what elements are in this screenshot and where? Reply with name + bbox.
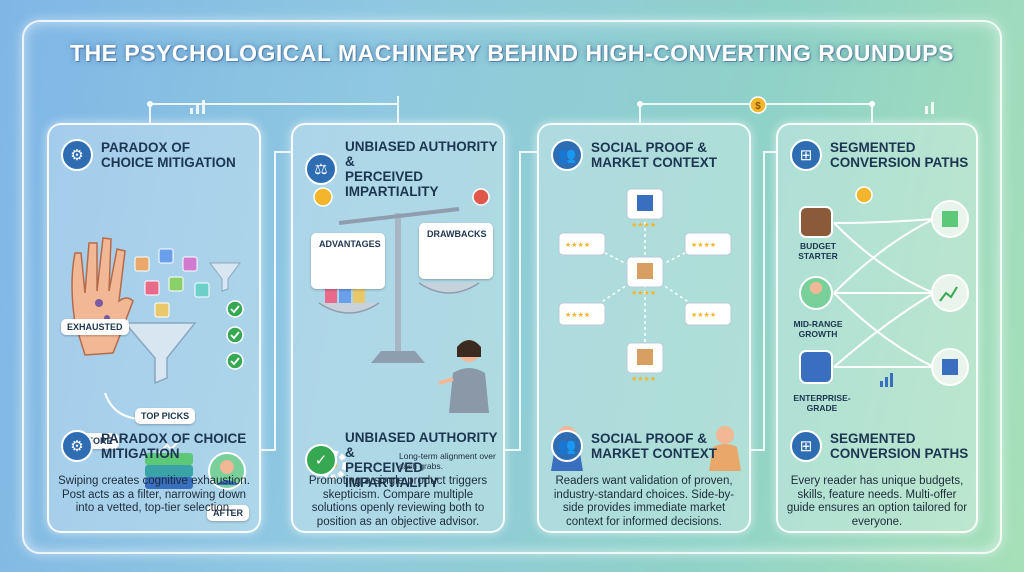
panel1-description: Swiping creates cognitive exhaustion. Po… xyxy=(58,475,250,514)
check-icon: ✓ xyxy=(305,444,337,476)
gear-brain-icon: ⚙ xyxy=(61,430,93,462)
alignment-note: Long-term alignment over cash grabs. xyxy=(399,451,496,471)
drawbacks-label: DRAWBACKS xyxy=(427,229,487,239)
panel1-illustration: EXHAUSTED BEFORE AFTER xyxy=(55,183,253,521)
panel4-header: ⊞ SEGMENTED CONVERSION PATHS xyxy=(790,139,968,171)
panel2-description: Promoting a single product triggers skep… xyxy=(308,475,488,528)
panel4-subheader: ⊞ SEGMENTED CONVERSION PATHS xyxy=(790,430,968,462)
panel-social-proof: 👥 SOCIAL PROOF & MARKET CONTEXT ★★★★★★★★… xyxy=(537,123,751,533)
svg-text:★★★★: ★★★★ xyxy=(565,311,590,319)
enterprise-grade-label: ENTERPRISE- GRADE xyxy=(793,393,851,413)
panel3-subheading-line2: MARKET CONTEXT xyxy=(591,446,717,461)
svg-text:★★★★: ★★★★ xyxy=(631,375,656,383)
advantages-label: ADVANTAGES xyxy=(319,239,381,249)
conversion-paths-icon xyxy=(799,186,969,387)
people-icon: 👥 xyxy=(551,430,583,462)
svg-text:★★★★: ★★★★ xyxy=(565,241,590,249)
flowchart-icon: ⊞ xyxy=(790,139,822,171)
panel4-heading-line1: SEGMENTED xyxy=(830,140,916,155)
hand-funnel-icon xyxy=(71,237,244,421)
panel-unbiased-authority: ⚖ UNBIASED AUTHORITY & PERCEIVED IMPARTI… xyxy=(291,123,505,533)
panel4-illustration: BUDGET STARTER MID-RANGE GROWTH ENTERPRI… xyxy=(784,183,970,483)
advantages-card: ADVANTAGES xyxy=(311,233,385,289)
page-title: THE PSYCHOLOGICAL MACHINERY BEHIND HIGH-… xyxy=(70,40,954,66)
review-network-icon: ★★★★ ★★★★ ★★★★ ★★★★ ★★★★ ★★★★ ★★★★ xyxy=(558,188,732,383)
people-icon: 👥 xyxy=(551,139,583,171)
panel4-heading-line2: CONVERSION PATHS xyxy=(830,155,969,170)
panel3-subheading-line1: SOCIAL PROOF & xyxy=(591,431,708,446)
thinking-person-avatar xyxy=(709,426,741,471)
panel1-header: ⚙ PARADOX OF CHOICE MITIGATION xyxy=(61,139,236,171)
panel1-subheader: ⚙ PARADOX OF CHOICE MITIGATION xyxy=(61,430,246,462)
mid-range-growth-label: MID-RANGE GROWTH xyxy=(793,319,843,339)
panel-paradox-of-choice: ⚙ PARADOX OF CHOICE MITIGATION xyxy=(47,123,261,533)
drawbacks-card: DRAWBACKS xyxy=(419,223,493,279)
panel3-heading-line2: MARKET CONTEXT xyxy=(591,155,717,170)
panel3-description: Readers want validation of proven, indus… xyxy=(553,475,735,528)
panel-segmented-paths: ⊞ SEGMENTED CONVERSION PATHS xyxy=(776,123,978,533)
panel2-heading-line1: UNBIASED AUTHORITY & xyxy=(345,139,498,169)
panel4-subheading-line1: SEGMENTED xyxy=(830,431,916,446)
svg-text:★★★★: ★★★★ xyxy=(631,221,656,229)
panel3-header: 👥 SOCIAL PROOF & MARKET CONTEXT xyxy=(551,139,717,171)
panel2-header: ⚖ UNBIASED AUTHORITY & PERCEIVED IMPARTI… xyxy=(305,139,503,199)
panel2-heading-line2: PERCEIVED IMPARTIALITY xyxy=(345,169,439,199)
svg-text:★★★★: ★★★★ xyxy=(691,241,716,249)
svg-text:★★★★: ★★★★ xyxy=(691,311,716,319)
top-picks-stack-icon xyxy=(145,441,193,489)
panel4-subheading-line2: CONVERSION PATHS xyxy=(830,446,969,461)
flowchart-icon: ⊞ xyxy=(790,430,822,462)
panel2-subheader: ✓ UNBIASED AUTHORITY & PERCEIVED IMPARTI… xyxy=(305,430,503,490)
panel1-subheading-line1: PARADOX OF CHOICE xyxy=(101,431,247,446)
panel1-heading-line1: PARADOX OF xyxy=(101,140,191,155)
budget-starter-label: BUDGET STARTER xyxy=(798,241,838,261)
panel1-heading-line2: CHOICE MITIGATION xyxy=(101,155,236,170)
panel3-subheader: 👥 SOCIAL PROOF & MARKET CONTEXT xyxy=(551,430,717,462)
outer-frame xyxy=(22,20,1002,554)
gear-brain-icon: ⚙ xyxy=(61,139,93,171)
after-label: AFTER xyxy=(207,505,249,521)
panel4-description: Every reader has unique budgets, skills,… xyxy=(786,475,968,528)
exhausted-label: EXHAUSTED xyxy=(61,319,129,335)
panel3-heading-line1: SOCIAL PROOF & xyxy=(591,140,708,155)
presenter-avatar xyxy=(439,340,489,413)
scale-icon: ⚖ xyxy=(305,153,337,185)
panel1-subheading-line2: MITIGATION xyxy=(101,446,180,461)
happy-person-avatar xyxy=(208,452,246,490)
panel2-illustration: ADVANTAGES DRAWBACKS Long-term alignment… xyxy=(299,183,497,483)
balance-scale-icon xyxy=(313,187,490,363)
top-picks-label: TOP PICKS xyxy=(135,408,196,424)
panel2-subheading-line2: PERCEIVED IMPARTIALITY xyxy=(345,460,439,490)
svg-text:★★★★: ★★★★ xyxy=(631,289,656,297)
panel2-subheading-line1: UNBIASED AUTHORITY & xyxy=(345,430,498,460)
